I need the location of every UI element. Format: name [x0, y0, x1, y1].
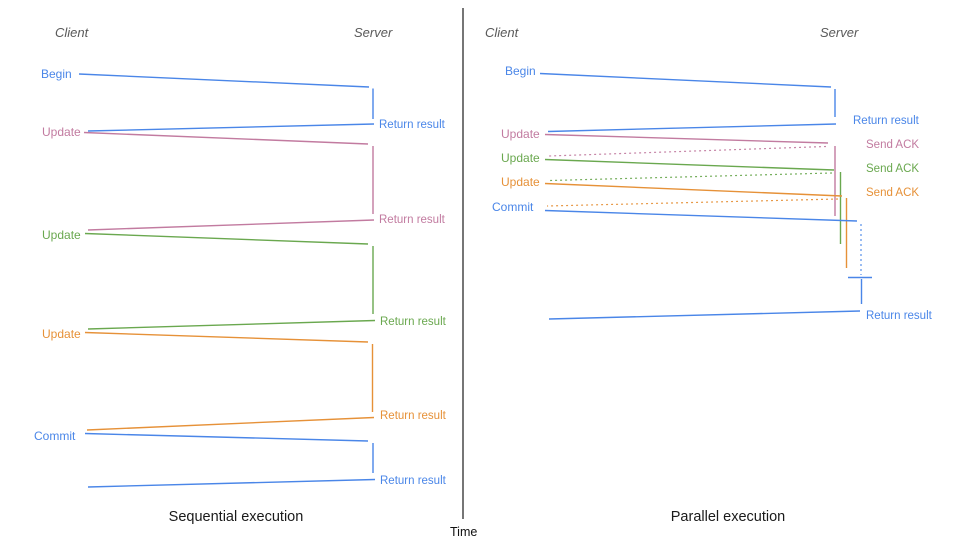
seq-commit-response-arrow — [87, 478, 376, 488]
par-commit-response-arrow — [548, 310, 861, 320]
seq-update3-label: Update — [42, 327, 81, 341]
par-begin-request-arrow — [539, 72, 832, 88]
seq-begin-response-arrow — [87, 123, 375, 132]
seq-update2-request-arrow — [84, 232, 369, 245]
sequential-caption: Sequential execution — [169, 509, 304, 525]
par-client-header: Client — [485, 25, 520, 40]
time-axis-label: Time — [450, 525, 477, 539]
seq-update2-response-label: Return result — [380, 316, 447, 328]
seq-update1-response-arrow — [87, 219, 375, 231]
par-update2-label: Update — [501, 151, 540, 165]
seq-update1-response-label: Return result — [379, 214, 446, 226]
seq-client-header: Client — [55, 25, 90, 40]
seq-update1-request-arrow — [83, 131, 369, 145]
par-update1-ack-arrow — [548, 145, 827, 157]
seq-commit-label: Commit — [34, 429, 76, 443]
seq-server-header: Server — [354, 25, 393, 40]
seq-begin-request-arrow — [78, 73, 370, 88]
seq-begin-response-label: Return result — [379, 119, 446, 131]
par-update2-request-arrow — [544, 158, 835, 171]
parallel-panel: Client Server Begin Return result Update… — [485, 25, 933, 525]
seq-update3-request-arrow — [84, 331, 369, 343]
par-update2-ack-arrow — [549, 172, 833, 182]
seq-update2-label: Update — [42, 228, 81, 242]
parallel-caption: Parallel execution — [671, 509, 785, 525]
sequential-panel: Client Server Begin Return result Update… — [34, 25, 447, 525]
seq-commit-response-label: Return result — [380, 475, 447, 487]
seq-begin-label: Begin — [41, 67, 72, 81]
par-update2-ack-label: Send ACK — [866, 163, 919, 175]
par-update1-label: Update — [501, 127, 540, 141]
par-begin-response-label: Return result — [853, 115, 920, 127]
seq-update3-response-label: Return result — [380, 410, 447, 422]
seq-update3-response-arrow — [86, 416, 375, 431]
par-begin-label: Begin — [505, 64, 536, 78]
par-commit-response-label: Return result — [866, 310, 933, 322]
par-update3-ack-label: Send ACK — [866, 187, 919, 199]
par-update1-request-arrow — [544, 133, 829, 144]
seq-commit-request-arrow — [84, 432, 369, 442]
seq-update1-label: Update — [42, 125, 81, 139]
par-commit-request-arrow — [544, 209, 858, 222]
par-update3-ack-arrow — [546, 198, 839, 207]
par-commit-label: Commit — [492, 200, 534, 214]
par-update3-label: Update — [501, 175, 540, 189]
par-server-header: Server — [820, 25, 859, 40]
par-update1-ack-label: Send ACK — [866, 139, 919, 151]
seq-update2-response-arrow — [87, 319, 376, 330]
par-update3-request-arrow — [544, 182, 843, 197]
par-begin-response-arrow — [547, 123, 837, 133]
